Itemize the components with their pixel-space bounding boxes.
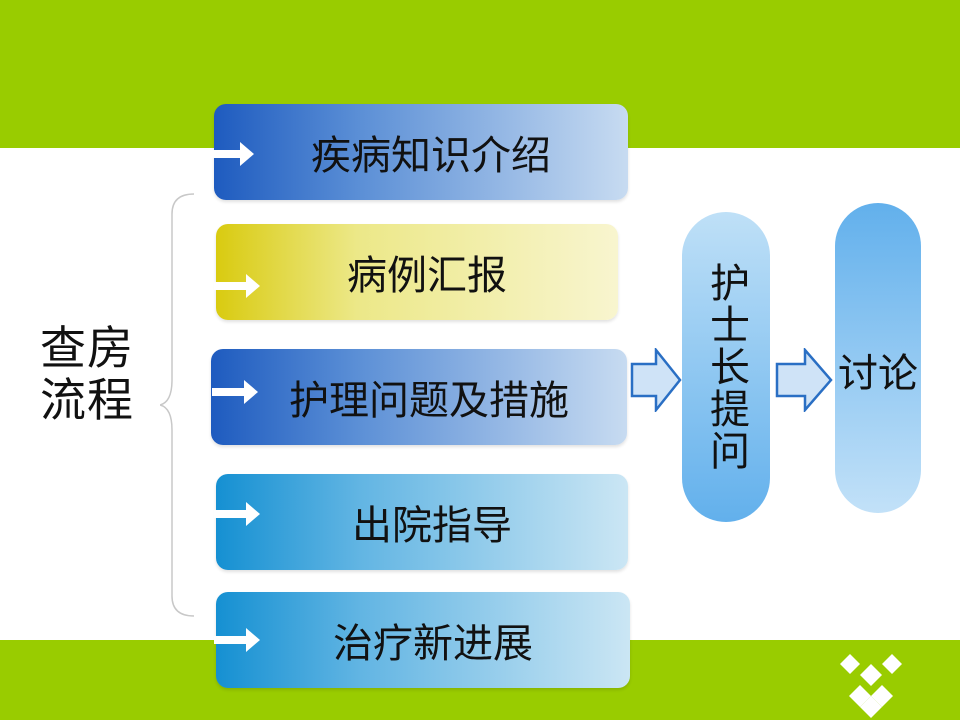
bullet-arrow-icon [214,502,260,526]
bullet-arrow-icon [214,274,260,298]
step-label: 病例汇报 [347,253,507,299]
main-label: 查房流程 [40,321,134,427]
curly-brace [160,193,195,617]
step-treatment-progress: 治疗新进展 [216,592,630,688]
step-nursing-problems: 护理问题及措施 [211,349,627,445]
step-discharge-guidance: 出院指导 [216,474,628,570]
bullet-arrow-icon [208,142,254,166]
step-case-report: 病例汇报 [216,224,618,320]
step-label: 护理问题及措施 [289,378,569,424]
right-arrow-icon [630,348,682,412]
bullet-arrow-icon [212,380,258,404]
right-arrow-icon [775,348,833,412]
head-nurse-question: 护士长提问 [682,212,770,522]
step-label: 疾病知识介绍 [311,133,551,179]
step-label: 出院指导 [352,503,512,549]
head-nurse-label: 护士长提问 [703,262,749,472]
bullet-arrow-icon [214,628,260,652]
discussion-label: 讨论 [838,351,918,397]
step-disease-knowledge: 疾病知识介绍 [214,104,628,200]
diamond-pattern-icon [840,654,902,718]
discussion-box: 讨论 [835,203,921,513]
step-label: 治疗新进展 [333,621,533,667]
